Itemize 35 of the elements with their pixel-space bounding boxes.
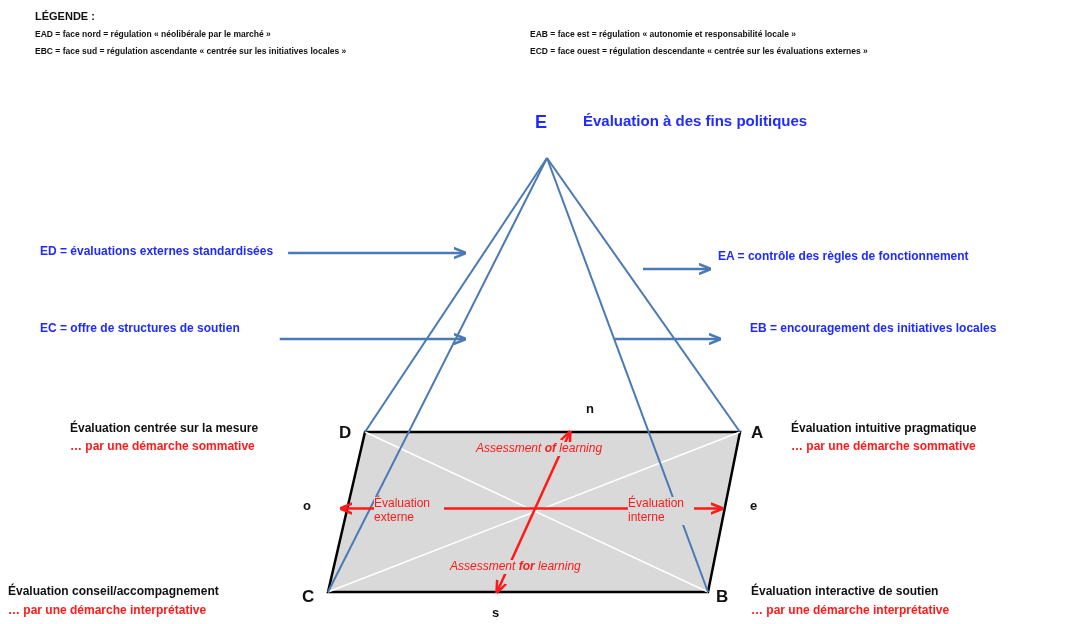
support-structures-label: EC = offre de structures de soutien: [40, 322, 240, 336]
annotation-text: Évaluation à des fins politiques: [583, 112, 808, 130]
annotation-text: C: [302, 587, 315, 607]
legend-entry: EAB = face est = régulation « autonomie et responsabilité locale »: [530, 30, 796, 40]
south-label: s: [492, 606, 500, 621]
annotation-text: E: [535, 112, 547, 133]
north-label: n: [586, 402, 594, 417]
arrow: [615, 332, 723, 346]
annotation-text: Assessment for learning: [450, 560, 581, 574]
legend-heading: LÉGENDE :: [35, 10, 95, 23]
annotation-text: D: [339, 423, 352, 443]
arrow: [279, 332, 468, 346]
annotation-text: B: [716, 587, 729, 607]
arrow: [288, 246, 468, 260]
legend-entry: EBC = face sud = régulation ascendante « centrée sur les initiatives locales »: [35, 47, 347, 57]
annotation-text: … par une démarche sommative: [791, 440, 976, 454]
annotation-text: Évaluation centrée sur la mesure: [70, 422, 259, 436]
rules-control-label: EA = contrôle des règles de fonctionnement: [718, 250, 969, 264]
annotation-text: Évaluation intuitive pragmatique: [791, 422, 977, 436]
annotation-text: … par une démarche interprétative: [751, 604, 950, 618]
annotation-text: … par une démarche interprétative: [8, 604, 207, 618]
annotation-text: … par une démarche sommative: [70, 440, 255, 454]
annotation-text: Évaluation conseil/accompagnement: [8, 585, 219, 599]
annotation-text: A: [751, 423, 764, 443]
legend-entry: EAD = face nord = régulation « néolibérale par le marché »: [35, 30, 271, 40]
annotation-text: Évaluation interactive de soutien: [751, 585, 939, 599]
local-initiatives-label: EB = encouragement des initiatives locales: [750, 322, 997, 336]
arrow: [643, 262, 713, 276]
standardized-evaluation-label: ED = évaluations externes standardisées: [40, 245, 274, 259]
arrow: [495, 429, 572, 595]
east-label: e: [750, 499, 758, 514]
west-label: o: [303, 499, 311, 514]
legend-entry: ECD = face ouest = régulation descendante « centrée sur les évaluations externes »: [530, 47, 868, 57]
annotation-text: Assessment of learning: [476, 442, 603, 456]
annotation-text: Évaluation interne: [628, 497, 694, 525]
